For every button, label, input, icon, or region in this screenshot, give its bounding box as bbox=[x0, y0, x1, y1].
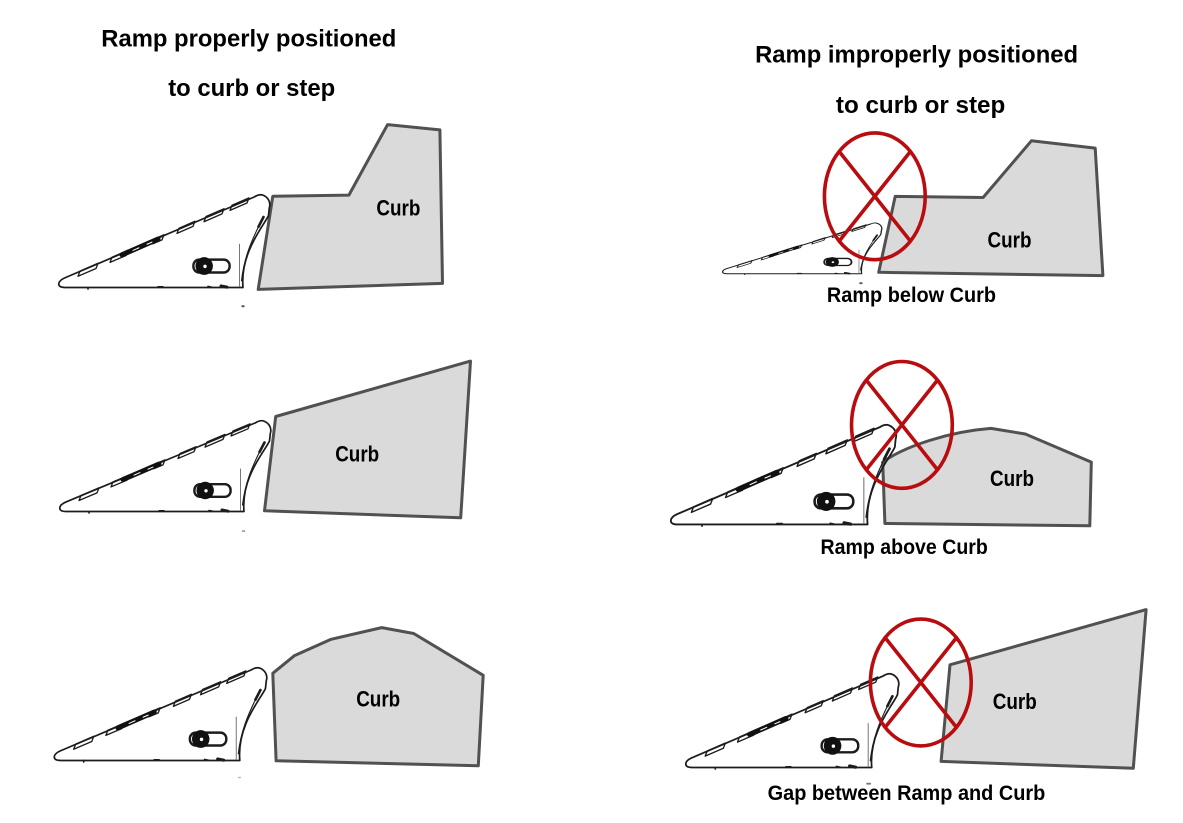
svg-text:Curb: Curb bbox=[993, 689, 1037, 714]
svg-text:Curb: Curb bbox=[988, 227, 1032, 252]
svg-text:Curb: Curb bbox=[356, 686, 400, 711]
svg-text:Ramp below Curb: Ramp below Curb bbox=[827, 284, 996, 307]
svg-text:Ramp improperly positioned: Ramp improperly positioned bbox=[755, 42, 1078, 69]
svg-text:Ramp properly positioned: Ramp properly positioned bbox=[101, 26, 396, 53]
svg-text:Curb: Curb bbox=[335, 441, 379, 466]
svg-text:to curb or step: to curb or step bbox=[836, 92, 1005, 119]
svg-text:Curb: Curb bbox=[376, 195, 420, 220]
svg-text:to curb or step: to curb or step bbox=[168, 75, 335, 102]
svg-text:Curb: Curb bbox=[990, 466, 1034, 491]
svg-text:Gap between Ramp and Curb: Gap between Ramp and Curb bbox=[768, 782, 1046, 805]
svg-text:Ramp above Curb: Ramp above Curb bbox=[821, 536, 988, 559]
